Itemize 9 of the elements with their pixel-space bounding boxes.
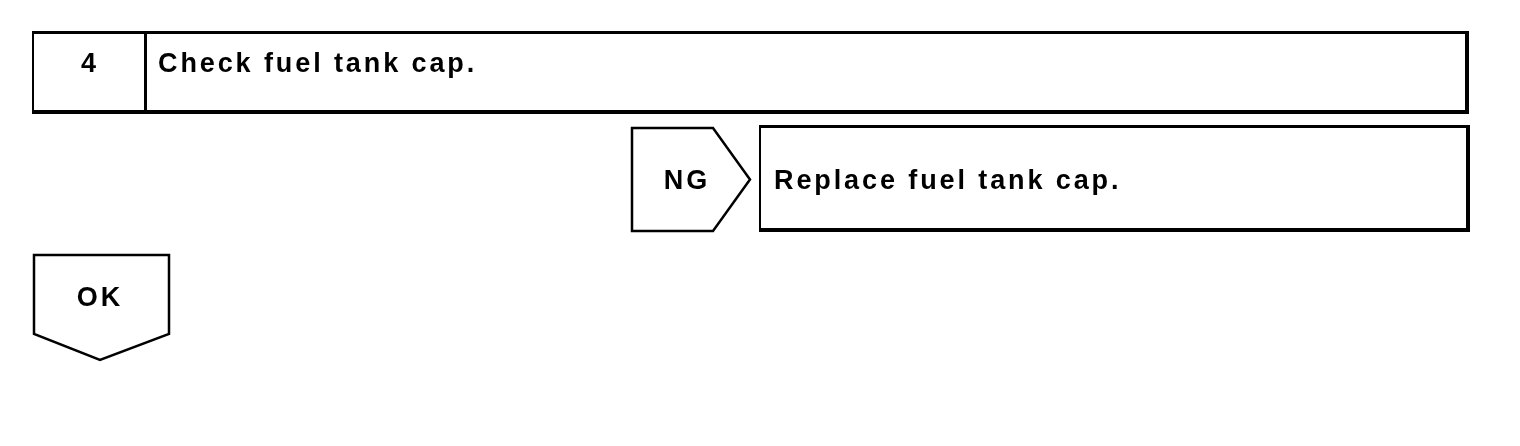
action-box	[759, 125, 1470, 232]
action-text: Replace fuel tank cap.	[774, 166, 1122, 194]
chevron-label: OK	[76, 283, 124, 311]
step-box	[32, 31, 1469, 114]
chevron-arrow	[630, 126, 752, 233]
down-chevron	[33, 254, 171, 362]
step-text: Check fuel tank cap.	[158, 49, 478, 77]
step-number: 4	[81, 49, 99, 77]
edge-label: NG	[663, 166, 711, 193]
